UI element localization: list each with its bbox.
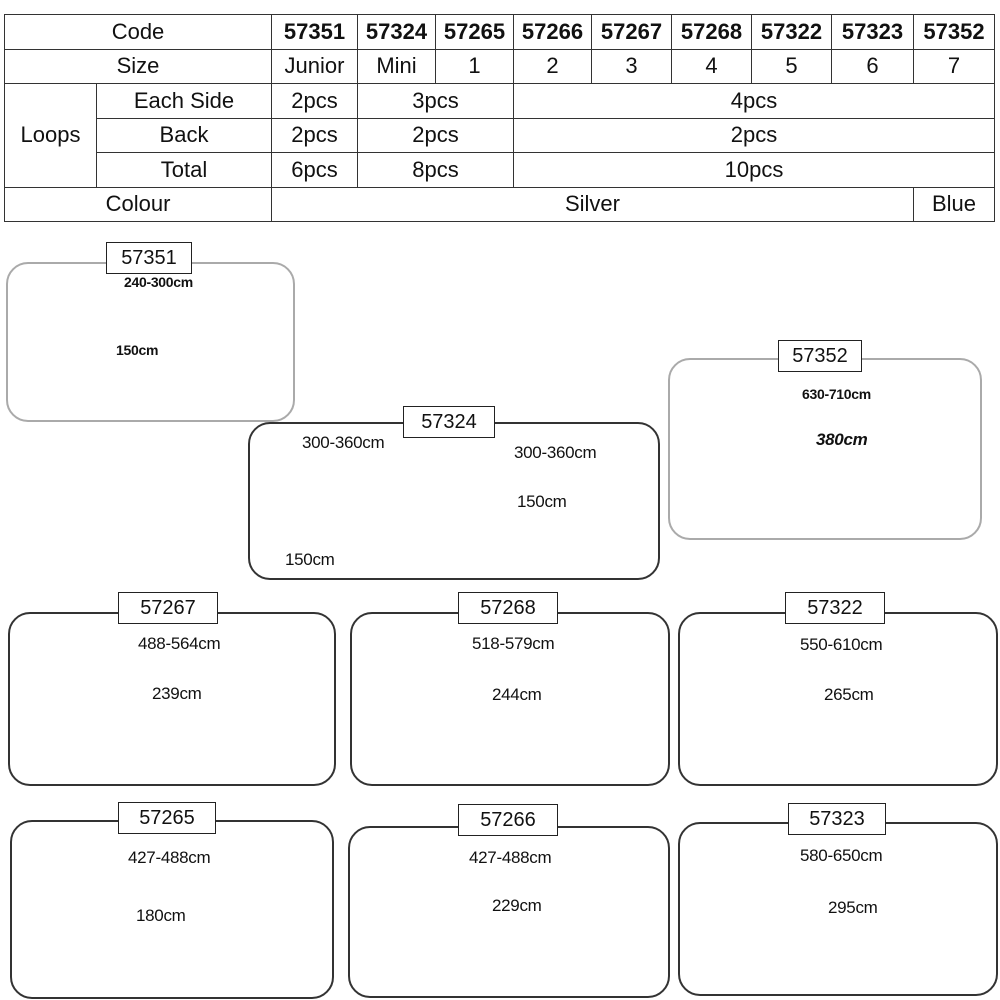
code-label-57268: 57268 bbox=[458, 592, 558, 624]
length-57265: 427-488cm bbox=[126, 848, 213, 868]
code-row: Code 57351 57324 57265 57266 57267 57268… bbox=[4, 14, 995, 50]
size-cell: 1 bbox=[435, 48, 514, 84]
width-57265: 180cm bbox=[134, 906, 188, 926]
code-cell: 57352 bbox=[913, 14, 995, 50]
total-label: Total bbox=[96, 152, 272, 188]
width-57267: 239cm bbox=[150, 684, 204, 704]
code-label-57322: 57322 bbox=[785, 592, 885, 624]
colour-cell: Silver bbox=[271, 186, 914, 222]
width-57352: 380cm bbox=[814, 430, 870, 450]
size-cell: 2 bbox=[513, 48, 592, 84]
boat-length-57324: 300-360cm bbox=[512, 443, 599, 463]
width-57268: 244cm bbox=[490, 685, 544, 705]
code-label-57324: 57324 bbox=[403, 406, 495, 438]
code-label-57351: 57351 bbox=[106, 242, 192, 274]
size-cell: 3 bbox=[591, 48, 672, 84]
size-cell: Junior bbox=[271, 48, 358, 84]
width-57322: 265cm bbox=[822, 685, 876, 705]
boat-width-57324: 150cm bbox=[515, 492, 569, 512]
length-57266: 427-488cm bbox=[467, 848, 554, 868]
length-57323: 580-650cm bbox=[798, 846, 885, 866]
spec-table: Code 57351 57324 57265 57266 57267 57268… bbox=[4, 14, 995, 222]
size-cell: 4 bbox=[671, 48, 752, 84]
code-cell: 57323 bbox=[831, 14, 914, 50]
width-57351: 150cm bbox=[114, 342, 161, 358]
back-cell: 2pcs bbox=[271, 117, 358, 153]
back-row: Back 2pcs 2pcs 2pcs bbox=[5, 117, 995, 153]
size-row: Size Junior Mini 1 2 3 4 5 6 7 bbox=[4, 48, 995, 84]
length-57268: 518-579cm bbox=[470, 634, 557, 654]
length-57322: 550-610cm bbox=[798, 635, 885, 655]
size-label: Size bbox=[4, 48, 272, 84]
length-57267: 488-564cm bbox=[136, 634, 223, 654]
colour-cell: Blue bbox=[913, 186, 995, 222]
each-side-cell: 4pcs bbox=[513, 83, 995, 119]
total-cell: 10pcs bbox=[513, 152, 995, 188]
code-cell: 57351 bbox=[271, 14, 358, 50]
each-side-row: Loops Each Side 2pcs 3pcs 4pcs bbox=[4, 83, 995, 188]
code-cell: 57268 bbox=[671, 14, 752, 50]
code-label: Code bbox=[4, 14, 272, 50]
colour-label: Colour bbox=[4, 186, 272, 222]
back-label: Back bbox=[96, 117, 272, 153]
width-57266: 229cm bbox=[490, 896, 544, 916]
jetski-width-57324: 150cm bbox=[283, 550, 337, 570]
total-row: Total 6pcs 8pcs 10pcs bbox=[5, 152, 995, 188]
code-cell: 57322 bbox=[751, 14, 832, 50]
code-label-57265: 57265 bbox=[118, 802, 216, 834]
length-57351: 240-300cm bbox=[122, 274, 195, 290]
total-cell: 6pcs bbox=[271, 152, 358, 188]
code-label-57323: 57323 bbox=[788, 803, 886, 835]
length-57352: 630-710cm bbox=[800, 386, 873, 402]
code-label-57352: 57352 bbox=[778, 340, 862, 372]
code-cell: 57265 bbox=[435, 14, 514, 50]
width-57323: 295cm bbox=[826, 898, 880, 918]
code-label-57267: 57267 bbox=[118, 592, 218, 624]
loops-label: Loops bbox=[4, 83, 97, 188]
back-cell: 2pcs bbox=[357, 117, 514, 153]
code-label-57266: 57266 bbox=[458, 804, 558, 836]
size-cell: 7 bbox=[913, 48, 995, 84]
colour-row: Colour Silver Blue bbox=[4, 186, 995, 222]
jetski-length-57324: 300-360cm bbox=[300, 433, 387, 453]
